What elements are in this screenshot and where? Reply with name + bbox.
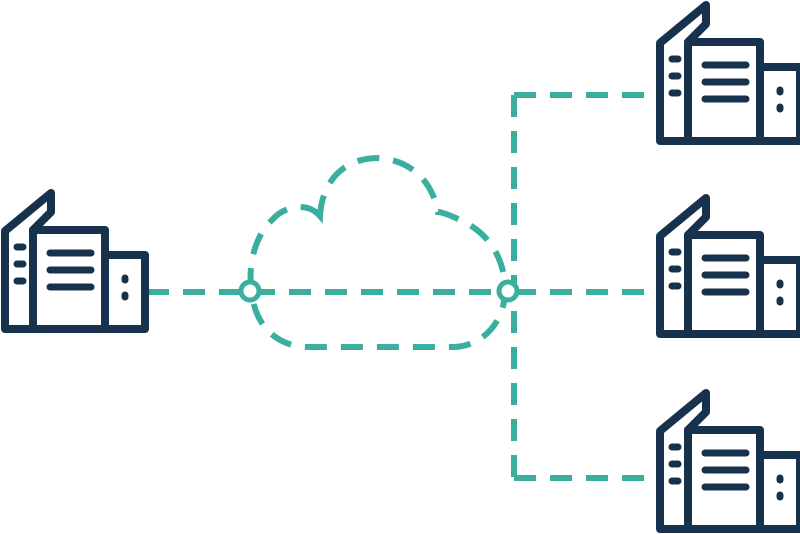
office-building-icon [660,198,800,334]
office-building-icon [5,193,145,329]
cloud-icon [247,154,509,350]
office-building-icon [660,393,800,529]
office-building-icon [660,5,800,141]
junction-node-hub [496,279,520,303]
junction-node-left [238,279,262,303]
